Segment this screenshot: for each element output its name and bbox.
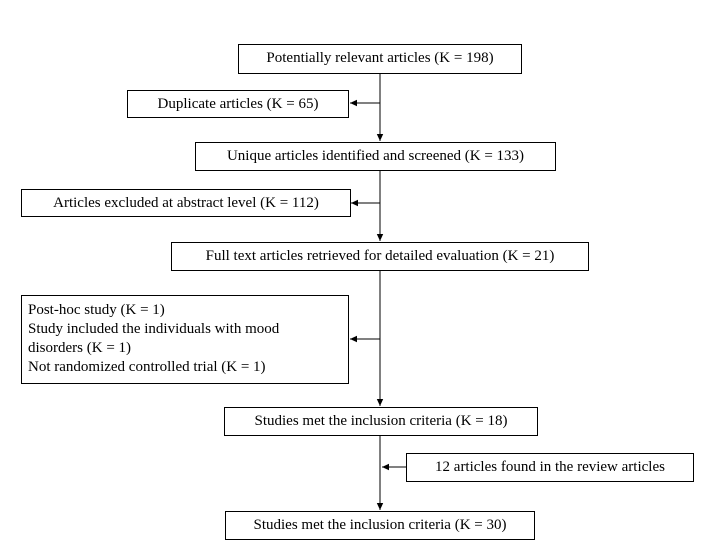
box-unique-articles: Unique articles identified and screened … — [195, 142, 556, 171]
box-abstract-excluded: Articles excluded at abstract level (K =… — [21, 189, 351, 217]
box-inclusion-criteria-18: Studies met the inclusion criteria (K = … — [224, 407, 538, 436]
box-duplicate-articles: Duplicate articles (K = 65) — [127, 90, 349, 118]
excluded-reason-not-rct: Not randomized controlled trial (K = 1) — [28, 359, 266, 375]
excluded-reason-posthoc: Post-hoc study (K = 1) — [28, 302, 165, 318]
excluded-reason-mood-line1: Study included the individuals with mood — [28, 321, 280, 337]
box-fulltext-retrieved: Full text articles retrieved for detaile… — [171, 242, 589, 271]
box-fulltext-excluded: Post-hoc study (K = 1) Study included th… — [21, 295, 349, 384]
box-potentially-relevant: Potentially relevant articles (K = 198) — [238, 44, 522, 74]
box-inclusion-criteria-30: Studies met the inclusion criteria (K = … — [225, 511, 535, 540]
box-review-articles: 12 articles found in the review articles — [406, 453, 694, 482]
excluded-reason-mood-line2: disorders (K = 1) — [28, 340, 132, 356]
